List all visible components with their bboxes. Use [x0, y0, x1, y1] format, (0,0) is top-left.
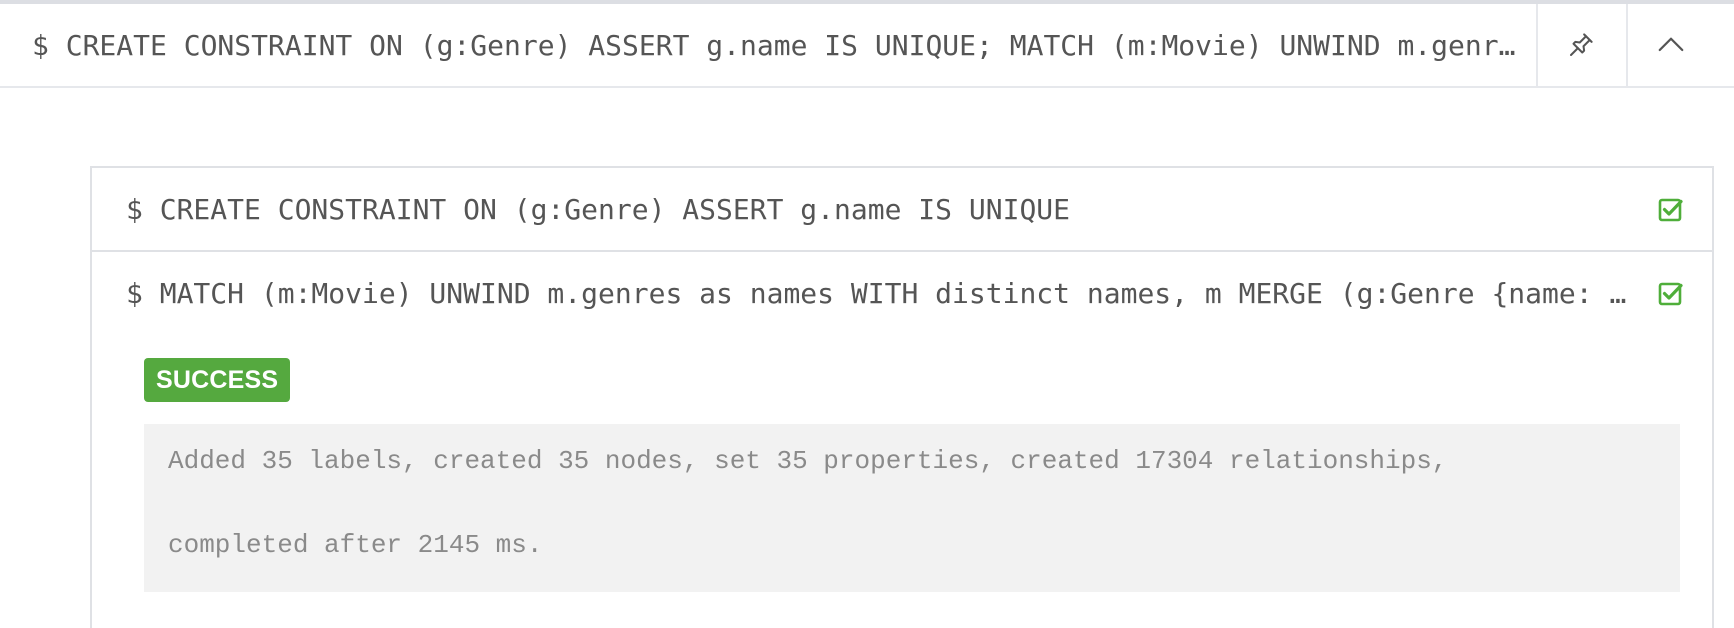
statement-results-card: $ CREATE CONSTRAINT ON (g:Genre) ASSERT …: [90, 166, 1714, 628]
statement-row[interactable]: $ MATCH (m:Movie) UNWIND m.genres as nam…: [92, 252, 1712, 336]
success-badge: SUCCESS: [144, 358, 291, 402]
pin-icon: [1570, 33, 1593, 56]
frame-command-text[interactable]: $ CREATE CONSTRAINT ON (g:Genre) ASSERT …: [32, 29, 1520, 62]
checkbox-checked-icon: [1658, 198, 1683, 222]
statement-row[interactable]: $ CREATE CONSTRAINT ON (g:Genre) ASSERT …: [92, 168, 1712, 252]
statement-text: $ CREATE CONSTRAINT ON (g:Genre) ASSERT …: [126, 193, 1071, 226]
result-summary-line: Added 35 labels, created 35 nodes, set 3…: [168, 446, 1448, 476]
result-summary: Added 35 labels, created 35 nodes, set 3…: [144, 424, 1680, 592]
checkbox-checked-icon: [1658, 282, 1683, 306]
pin-button[interactable]: [1536, 4, 1624, 86]
result-summary-line: completed after 2145 ms.: [168, 530, 543, 560]
frame-header: $ CREATE CONSTRAINT ON (g:Genre) ASSERT …: [0, 4, 1734, 88]
frame-top-border: [0, 0, 1734, 4]
chevron-up-icon: [1658, 37, 1684, 52]
collapse-button[interactable]: [1626, 4, 1714, 86]
statement-text: $ MATCH (m:Movie) UNWIND m.genres as nam…: [126, 277, 1634, 310]
